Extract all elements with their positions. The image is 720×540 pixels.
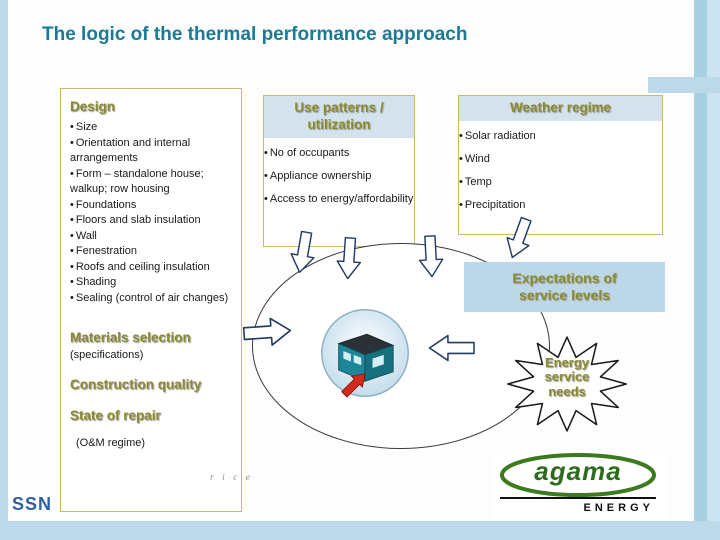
design-item: Size [70,120,232,136]
weather-item: Precipitation [459,199,662,212]
agama-logo: agama ENERGY [490,450,666,520]
weather-item: Wind [459,153,662,166]
weather-list: Solar radiation Wind Temp Precipitation [459,130,662,213]
design-heading: Design [70,99,116,114]
accent-bar-top-right [648,77,720,93]
repair-note: (O&M regime) [76,437,146,449]
use-patterns-item: Access to energy/affordability [264,193,414,206]
repair-heading: State of repair [70,408,161,423]
weather-item: Solar radiation [459,130,662,143]
edge-stripe-left [0,0,8,540]
cursor-arrow-icon [341,373,366,398]
weather-item: Temp [459,176,662,189]
use-patterns-list: No of occupants Appliance ownership Acce… [264,147,414,207]
starburst-label: Energy service needs [544,355,590,399]
edge-stripe-right-inner [707,0,720,540]
expectations-box: Expectations of service levels [464,262,665,312]
design-item: Orientation and internal arrangements [70,136,232,167]
agama-energy-label: ENERGY [583,502,654,514]
house-icon [321,309,409,398]
use-patterns-panel: Use patterns / utilization No of occupan… [263,95,415,247]
design-item: Sealing (control of air changes) [70,291,232,307]
design-list: Size Orientation and internal arrangemen… [70,120,232,306]
ssn-watermark: SSN [12,494,53,514]
agama-divider [500,497,656,499]
arrow-weather-to-core-icon [506,216,532,259]
use-patterns-item: Appliance ownership [264,170,414,183]
edge-stripe-right-outer [694,0,707,540]
weather-heading: Weather regime [459,96,662,121]
materials-heading: Materials selection [70,330,191,345]
starburst-icon [507,336,627,432]
agama-name: agama [534,456,622,486]
use-patterns-heading: Use patterns / utilization [264,96,414,138]
slide-title: The logic of the thermal performance app… [42,24,468,45]
arrow-expectations-to-core-icon [428,334,475,362]
design-item: Roofs and ceiling insulation [70,260,232,276]
design-panel: Design Size Orientation and internal arr… [60,88,242,512]
construction-heading: Construction quality [70,377,202,392]
materials-note: (specifications) [70,349,144,361]
design-item: Foundations [70,198,232,214]
accent-bar-bottom [0,521,720,540]
agama-ellipse-icon [500,453,656,497]
expectations-label: Expectations of service levels [512,270,617,303]
design-item: Form – standalone house; walkup; row hou… [70,167,232,198]
design-item: Shading [70,275,232,291]
arrow-use-patterns-to-core-2-icon [336,236,362,280]
arrow-mid-to-core-icon [418,235,444,278]
design-item: Fenestration [70,244,232,260]
arrow-use-patterns-to-core-icon [290,230,315,274]
design-item: Floors and slab insulation [70,213,232,229]
use-patterns-item: No of occupants [264,147,414,160]
design-item: Wall [70,229,232,245]
text-fragment: r i c e [210,473,253,483]
arrow-design-to-core-icon [242,317,292,346]
weather-panel: Weather regime Solar radiation Wind Temp… [458,95,663,235]
